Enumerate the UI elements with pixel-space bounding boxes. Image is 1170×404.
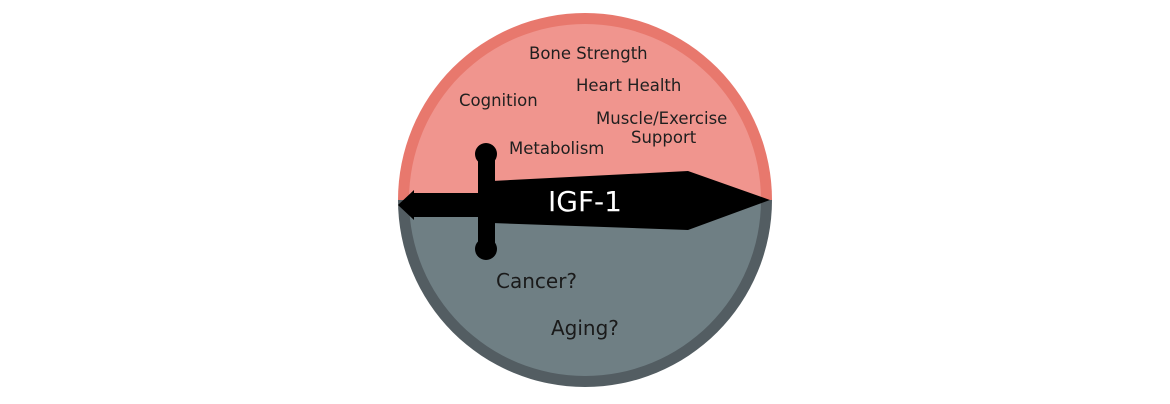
sword-grip [412,193,482,217]
risk-aging: Aging? [551,316,619,340]
benefit-bone-strength: Bone Strength [529,44,648,63]
benefit-heart-health: Heart Health [576,76,681,95]
bottom-fill [409,200,761,376]
sword-icon: IGF-1 [398,143,770,260]
crossguard-bottom-knob [475,238,497,260]
top-fill [409,24,761,200]
benefit-muscle-exercise: Muscle/Exercise [596,109,727,128]
sword-pommel [398,190,414,220]
sword-blade [492,171,770,230]
benefit-support: Support [631,128,697,147]
sword-crossguard [478,155,495,248]
crossguard-top-knob [475,143,497,165]
benefit-cognition: Cognition [459,91,538,110]
risk-cancer: Cancer? [496,269,577,293]
benefit-metabolism: Metabolism [509,139,604,158]
sword-title: IGF-1 [548,185,622,218]
